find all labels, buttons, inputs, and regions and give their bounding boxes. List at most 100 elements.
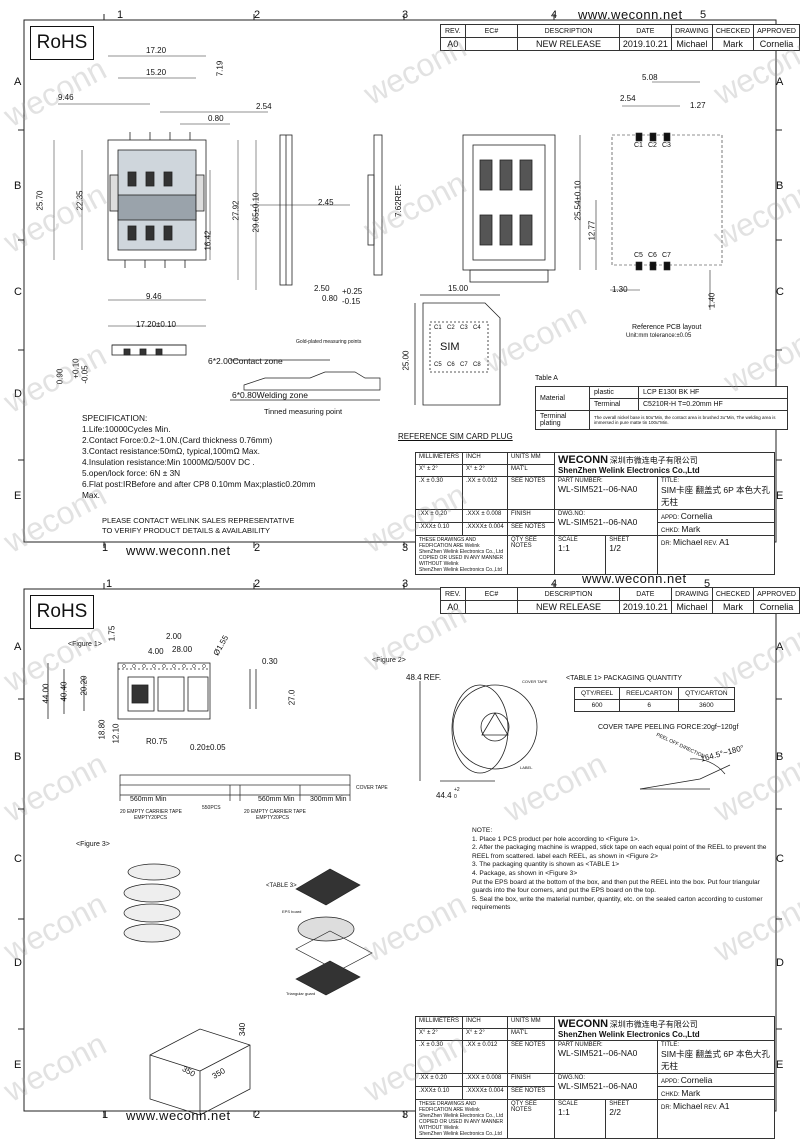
part-label: PART NUMBER: [558,1042,603,1048]
date-v: 2019.10.21 [618,37,672,51]
finish: FINISH [507,1073,556,1087]
company-en: ShenZhen Welink Electronics Co.,Ltd [558,466,700,475]
dim: 0 [454,794,457,800]
rev-h: REV. [704,1105,718,1111]
site-url-top-2: www.weconn.net [582,571,687,586]
tb-units: UNITS MM [507,1016,556,1029]
figure-1-label: <Figure 1> [68,641,102,648]
dim: 2.00 [166,632,182,641]
reel-label: LABEL [520,765,533,770]
dim: 2.54 [256,102,272,111]
contact-label: C5 [634,252,643,259]
appd-value: Cornelia [680,1075,713,1085]
checked-v: Mark [711,37,755,51]
spec-line: 5.open/lock force: 6N ± 3N [82,468,181,478]
dim: 25.70 [35,190,45,211]
company-logo: WECONN [558,1018,609,1030]
chkd-label: CHKD: [661,1092,680,1098]
card-contact: C3 [460,325,468,331]
tb-part: PART NUMBER:WL-SIM521--06-NA0 [554,476,659,510]
dim: -0.05 [80,365,90,384]
tb-mm: MILLIMETERS [414,1016,464,1029]
contact-note-1: PLEASE CONTACT WELINK SALES REPRESENTATI… [102,516,295,525]
company-cn: 深圳市微连电子有限公司 [609,1020,698,1029]
mat-label: Material [535,386,590,411]
box-dim: 340 [238,1022,248,1037]
approved-v: Cornelia [753,600,800,614]
row-label-b: B [14,180,22,192]
eps-label: Triangular guard [286,991,316,996]
dim: 7.19 [215,60,225,77]
pk-h: REEL/CARTON [619,687,680,700]
site-url-bottom: www.weconn.net [126,543,231,558]
carrier-label: 560mm Min [130,796,167,803]
ec-h: EC# [464,587,519,601]
pcb-tolerance: Unit:mm tolerance:±0.05 [626,333,692,339]
pk-v: 3600 [678,699,735,712]
col-label-4: 4 [551,9,558,21]
dim: 4.00 [148,647,164,656]
approved-h: APPROVED [753,24,800,38]
dim: 1.40 [707,292,717,309]
table-a-title: Table A [535,375,558,382]
ec-h: EC# [464,24,519,38]
tol: .XXX ± 0.008 [462,1073,509,1087]
row-label-d: D [14,957,22,969]
legal: COPIED OR USED IN ANY MANNER WITHOUT Wel… [419,555,504,567]
revision-table: REV. EC# DESCRIPTION DATE DRAWING CHECKE… [440,24,800,51]
title-label: TITLE: [661,478,680,484]
tb-units-val: MM [530,454,541,460]
appd-value: Cornelia [680,511,713,521]
note: Put the EPS board at the bottom of the b… [472,878,760,895]
dim: 1.27 [690,101,706,110]
col-label-2: 2 [254,9,261,21]
date-v: 2019.10.21 [618,600,672,614]
tol: .XX ± 0.012 [462,476,509,510]
desc-h: DESCRIPTION [517,587,620,601]
dim: 9.46 [58,93,74,102]
tb-legal: THESE DRAWINGS AND FEDFICATION ARE Welin… [414,1099,509,1139]
tb-dr: DR: Michael REV. A1 [657,535,776,575]
row-label-c: C [14,853,22,865]
sheet1-drawing [18,14,782,548]
card-contact: C4 [473,325,481,331]
scale-v: 1:1 [558,1107,570,1117]
qty: QTY [511,537,524,543]
note: 2. After the packaging machine is wrappe… [472,844,767,860]
rev-v: A0 [440,600,466,614]
rev-v: A1 [719,1101,730,1111]
rev-v: A0 [440,37,466,51]
tb-dwg: DWG.NO:WL-SIM521--06-NA0 [554,509,659,536]
tol: .XXX± 0.10 [414,1086,464,1100]
mat-terminal-val: C5210R-H T=0.20mm HF [638,398,788,411]
scale-v: 1:1 [558,543,570,553]
sheet-h: SHEET [609,537,630,543]
figure-3-label: <Figure 3> [76,841,110,848]
mat-plastic: plastic [589,386,639,399]
rohs-badge: RoHS [30,26,94,60]
card-contact: C1 [434,325,442,331]
row-label-e-r: E [776,490,784,502]
spec-line: 4.Insulation resistance:Min 1000MΩ/500V … [82,457,255,467]
figure-2-label: <Figure 2> [372,657,406,664]
col-label-5: 5 [700,9,707,21]
col-label-4: 4 [551,578,558,590]
row-label-a-r: A [776,641,784,653]
legal: THESE DRAWINGS AND FEDFICATION ARE Welin… [419,1101,480,1113]
dr-value: Michael [673,1101,703,1111]
col-label-3: 3 [402,578,409,590]
revision-table-2: REV. EC# DESCRIPTION DATE DRAWING CHECKE… [440,587,800,614]
row-label-b-r: B [776,180,784,192]
gold-note: Gold-plated measuring points [296,339,362,345]
col-label-3b: 3 [402,542,409,554]
dwg-number: WL-SIM521--06-NA0 [558,1081,638,1091]
desc-h: DESCRIPTION [517,24,620,38]
tol: .XX ± 0.20 [414,509,464,523]
contact-label: C3 [662,142,671,149]
mat-plating: Terminal plating [535,410,590,430]
tol: X° ± 2° [462,464,509,477]
tb-inch: INCH [462,452,509,465]
